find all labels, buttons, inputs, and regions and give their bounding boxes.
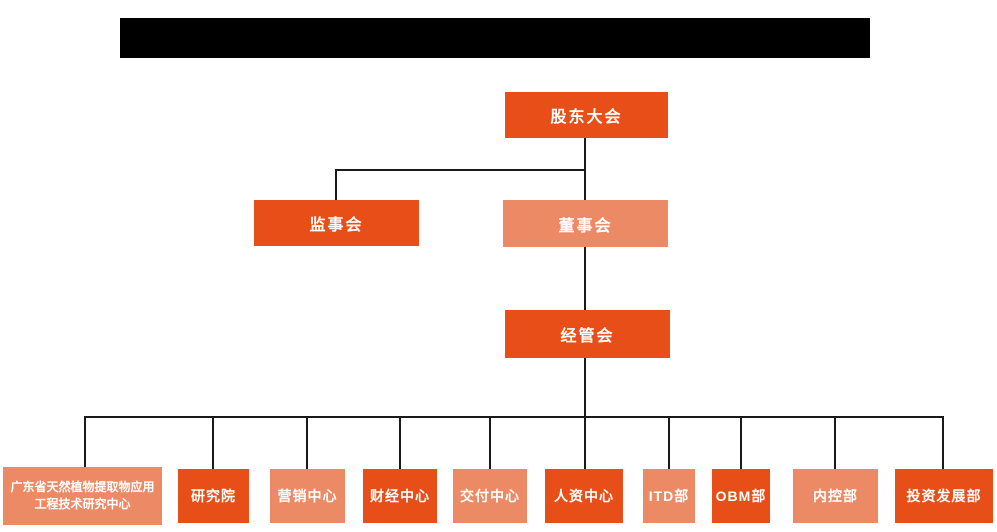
org-node-label: ITD部 — [648, 488, 690, 504]
org-node-label: 人资中心 — [554, 488, 614, 504]
org-node-label: 经管会 — [560, 328, 615, 345]
connector-management-rail — [584, 357, 586, 418]
org-node-investment-development-department: 投资发展部 — [895, 469, 993, 523]
org-node-hr-center: 人资中心 — [545, 469, 623, 523]
org-node-research-center: 广东省天然植物提取物应用工程技术研究中心 — [3, 467, 162, 525]
org-node-label: 董事会 — [558, 217, 613, 235]
org-node-shareholders-meeting: 股东大会 — [505, 92, 668, 138]
org-node-label: OBM部 — [715, 488, 767, 504]
org-node-obm-department: OBM部 — [712, 469, 770, 523]
org-node-research-institute: 研究院 — [178, 469, 249, 523]
connector-dept-drop-5 — [584, 416, 586, 469]
org-node-label: 监事会 — [309, 217, 364, 234]
org-node-management-committee: 经管会 — [505, 310, 670, 358]
connector-dept-drop-3 — [399, 416, 401, 469]
connector-dept-drop-1 — [212, 416, 214, 469]
org-node-label: 交付中心 — [460, 488, 520, 504]
connector-dept-drop-8 — [834, 416, 836, 469]
org-node-marketing-center: 营销中心 — [270, 469, 345, 523]
org-node-finance-center: 财经中心 — [363, 469, 437, 523]
org-node-label: 投资发展部 — [906, 488, 982, 504]
connector-dept-drop-2 — [306, 416, 308, 469]
org-node-label: 广东省天然植物提取物应用工程技术研究中心 — [10, 479, 155, 511]
org-node-supervisory-board: 监事会 — [254, 200, 419, 246]
connector-board-management — [584, 246, 586, 311]
connector-dept-drop-7 — [740, 416, 742, 469]
org-node-delivery-center: 交付中心 — [453, 469, 527, 523]
org-node-label: 研究院 — [191, 488, 236, 504]
org-node-label: 股东大会 — [550, 109, 623, 126]
org-node-label: 财经中心 — [370, 488, 430, 504]
org-node-label: 内控部 — [813, 488, 858, 504]
connector-department-rail — [84, 416, 944, 418]
redacted-title-bar — [120, 18, 870, 58]
connector-dept-drop-0 — [84, 416, 86, 467]
org-node-board-of-directors: 董事会 — [503, 200, 668, 247]
connector-supervisory-drop — [335, 169, 337, 201]
org-node-label: 营销中心 — [277, 488, 338, 504]
org-node-itd-department: ITD部 — [643, 469, 695, 523]
connector-branch-horizontal — [335, 169, 586, 171]
connector-dept-drop-9 — [942, 416, 944, 469]
connector-dept-drop-6 — [668, 416, 670, 469]
connector-dept-drop-4 — [489, 416, 491, 469]
org-node-internal-control-department: 内控部 — [793, 469, 878, 523]
